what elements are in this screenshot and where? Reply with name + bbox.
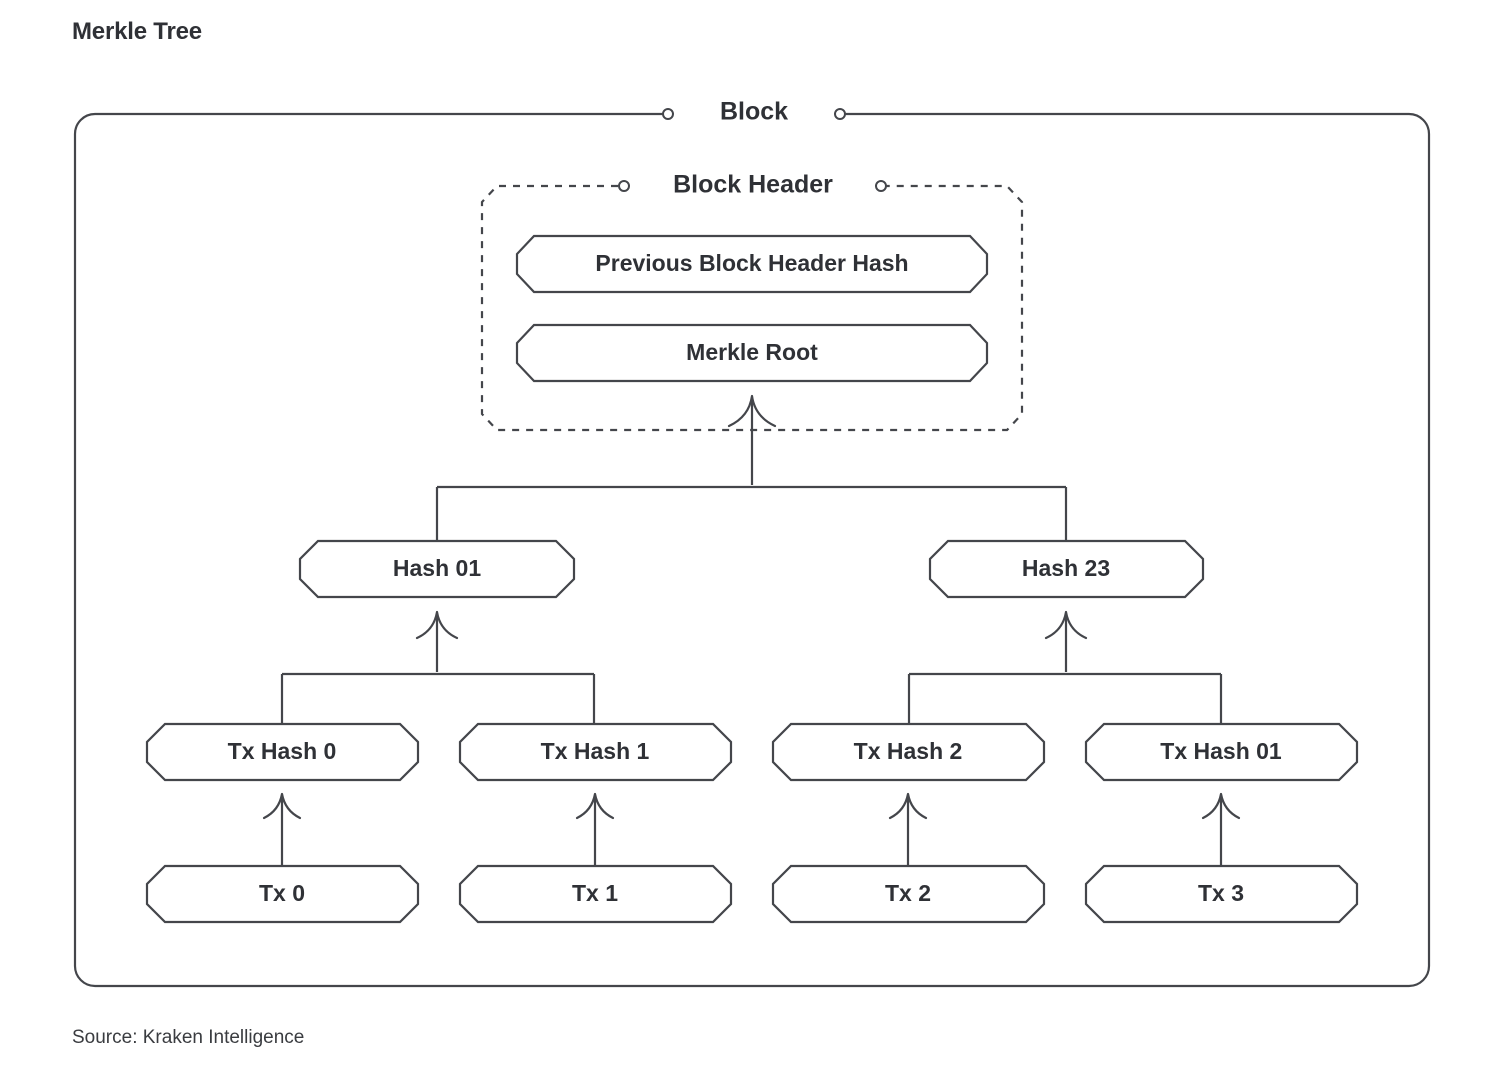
- source-note: Source: Kraken Intelligence: [72, 1027, 305, 1048]
- node-tx-1-label: Tx 1: [572, 880, 618, 906]
- block-container-label: Block: [720, 98, 788, 126]
- node-hash-01[interactable]: [298, 539, 576, 599]
- arrowhead-tx-hash-01: [1201, 792, 1241, 820]
- block-header-container: [480, 184, 1024, 432]
- node-tx-3-label: Tx 3: [1198, 880, 1244, 906]
- node-tx-0[interactable]: [145, 864, 420, 924]
- arrowhead-hash-23: [1044, 610, 1088, 640]
- node-tx-hash-1-label: Tx Hash 1: [541, 738, 650, 764]
- node-tx-1[interactable]: [458, 864, 733, 924]
- node-tx-2-label: Tx 2: [885, 880, 931, 906]
- node-merkle-root-label: Merkle Root: [686, 339, 818, 365]
- block-header-container-label: Block Header: [673, 171, 833, 199]
- node-hash-23[interactable]: [928, 539, 1205, 599]
- block-header-label-endcap-left: [618, 180, 630, 192]
- node-merkle-root[interactable]: [515, 323, 989, 383]
- arrowhead-hash-01: [415, 610, 459, 640]
- node-previous-block-header-hash-label: Previous Block Header Hash: [595, 250, 908, 276]
- block-label-endcap-left: [662, 108, 674, 120]
- node-tx-hash-01-label: Tx Hash 01: [1160, 738, 1282, 764]
- node-tx-hash-1[interactable]: [458, 722, 733, 782]
- node-tx-hash-2[interactable]: [771, 722, 1046, 782]
- block-header-label-endcap-right: [875, 180, 887, 192]
- node-previous-block-header-hash[interactable]: [515, 234, 989, 294]
- node-tx-3[interactable]: [1084, 864, 1359, 924]
- node-tx-hash-0-label: Tx Hash 0: [228, 738, 337, 764]
- page-title: Merkle Tree: [72, 18, 202, 45]
- node-tx-2[interactable]: [771, 864, 1046, 924]
- arrowhead-tx-hash-0: [262, 792, 302, 820]
- node-tx-hash-0[interactable]: [145, 722, 420, 782]
- node-hash-01-label: Hash 01: [393, 555, 481, 581]
- arrowhead-tx-hash-1: [575, 792, 615, 820]
- node-hash-23-label: Hash 23: [1022, 555, 1110, 581]
- node-tx-hash-01[interactable]: [1084, 722, 1359, 782]
- block-container: [73, 112, 1431, 988]
- arrowhead-tx-hash-2: [888, 792, 928, 820]
- block-label-endcap-right: [834, 108, 846, 120]
- node-tx-hash-2-label: Tx Hash 2: [854, 738, 963, 764]
- arrowhead-merkle-root: [727, 394, 777, 428]
- node-tx-0-label: Tx 0: [259, 880, 305, 906]
